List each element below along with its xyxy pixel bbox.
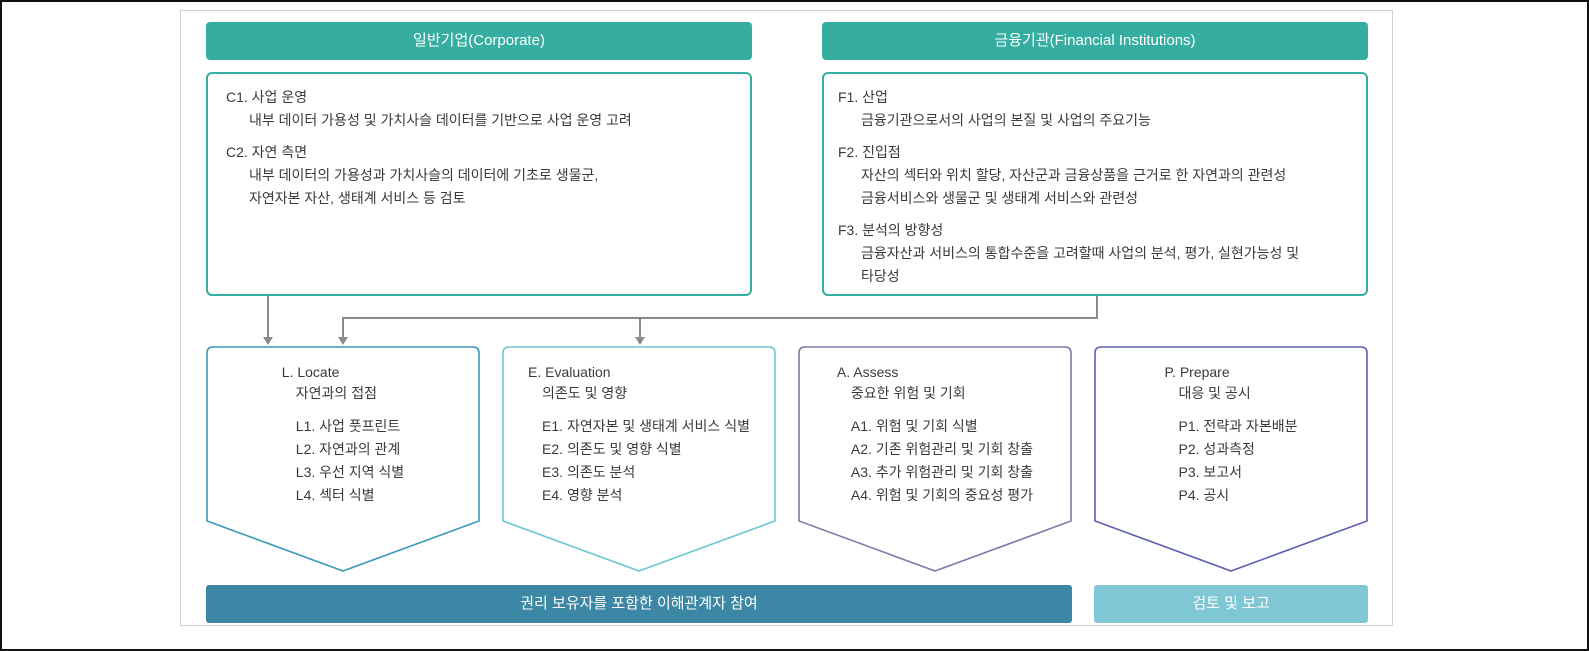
financial-item-f2: F2. 진입점 자산의 섹터와 위치 할당, 자산군과 금융상품을 근거로 한 … — [838, 141, 1366, 210]
phase-content: E. Evaluation 의존도 및 영향 E1. 자연자본 및 생태계 서비… — [528, 362, 750, 507]
arrowhead-evaluation — [635, 337, 645, 345]
item-title: F2. 진입점 — [838, 144, 901, 160]
phase-steps: P1. 전략과 자본배분 P2. 성과측정 P3. 보고서 P4. 공시 — [1165, 415, 1298, 507]
phase-subtitle: 대응 및 공시 — [1178, 385, 1251, 401]
phase-step: E4. 영향 분석 — [542, 487, 623, 503]
phase-evaluation-shape — [502, 346, 776, 572]
financial-item-f1: F1. 산업 금융기관으로서의 사업의 본질 및 사업의 주요기능 — [838, 86, 1366, 132]
stakeholder-engagement-bar: 권리 보유자를 포함한 이해관계자 참여 — [206, 585, 1072, 623]
phase-step: P1. 전략과 자본배분 — [1178, 418, 1298, 434]
phase-step: E2. 의존도 및 영향 식별 — [542, 441, 682, 457]
corporate-item-c2: C2. 자연 측면 내부 데이터의 가용성과 가치사슬의 데이터에 기초로 생물… — [226, 141, 750, 210]
phase-step: E3. 의존도 분석 — [542, 464, 636, 480]
phase-content: L. Locate 자연과의 접점 L1. 사업 풋프린트 L2. 자연과의 관… — [282, 362, 404, 507]
phase-locate-outline — [206, 346, 480, 572]
item-title: F1. 산업 — [838, 89, 888, 105]
phase-step: P3. 보고서 — [1178, 464, 1243, 480]
phase-evaluation-text: E. Evaluation 의존도 및 영향 E1. 자연자본 및 생태계 서비… — [502, 362, 776, 507]
phase-assess-outline — [798, 346, 1072, 572]
phase-step: E1. 자연자본 및 생태계 서비스 식별 — [542, 418, 750, 434]
item-title: C1. 사업 운영 — [226, 89, 308, 105]
phase-subtitle: 의존도 및 영향 — [542, 385, 628, 401]
phase-subtitle: 자연과의 접점 — [295, 385, 377, 401]
phase-step: A3. 추가 위험관리 및 기회 창출 — [850, 464, 1034, 480]
item-line: 타당성 — [861, 268, 900, 284]
phase-title: A. Assess — [836, 364, 899, 380]
phase-prepare: P. Prepare 대응 및 공시 P1. 전략과 자본배분 P2. 성과측정… — [1094, 346, 1368, 574]
phase-prepare-shape — [1094, 346, 1368, 572]
phase-step: P2. 성과측정 — [1178, 441, 1255, 457]
phase-title: P. Prepare — [1164, 364, 1230, 380]
item-title: C2. 자연 측면 — [226, 144, 308, 160]
item-line: 금융자산과 서비스의 통합수준을 고려할때 사업의 분석, 평가, 실현가능성 … — [861, 245, 1300, 261]
item-title: F3. 분석의 방향성 — [838, 222, 944, 238]
diagram-frame — [180, 10, 1393, 626]
item-line: 자연자본 자산, 생태계 서비스 등 검토 — [249, 190, 466, 206]
item-line: 금융서비스와 생물군 및 생태계 서비스와 관련성 — [861, 190, 1139, 206]
phase-step: A4. 위험 및 기회의 중요성 평가 — [850, 487, 1034, 503]
phase-assess-text: A. Assess 중요한 위험 및 기회 A1. 위험 및 기회 식별 A2.… — [798, 362, 1072, 507]
phase-prepare-outline — [1094, 346, 1368, 572]
item-line: 자산의 섹터와 위치 할당, 자산군과 금융상품을 근거로 한 자연과의 관련성 — [861, 167, 1287, 183]
phase-content: P. Prepare 대응 및 공시 P1. 전략과 자본배분 P2. 성과측정… — [1165, 362, 1298, 507]
phase-locate: L. Locate 자연과의 접점 L1. 사업 풋프린트 L2. 자연과의 관… — [206, 346, 480, 574]
financial-box: F1. 산업 금융기관으로서의 사업의 본질 및 사업의 주요기능 F2. 진입… — [822, 72, 1368, 296]
phase-content: A. Assess 중요한 위험 및 기회 A1. 위험 및 기회 식별 A2.… — [837, 362, 1033, 507]
corporate-box: C1. 사업 운영 내부 데이터 가용성 및 가치사슬 데이터를 기반으로 사업… — [206, 72, 752, 296]
item-line: 금융기관으로서의 사업의 본질 및 사업의 주요기능 — [861, 112, 1151, 128]
phase-step: L4. 섹터 식별 — [295, 487, 375, 503]
phase-step: A2. 기존 위험관리 및 기회 창출 — [850, 441, 1034, 457]
financial-item-f3: F3. 분석의 방향성 금융자산과 서비스의 통합수준을 고려할때 사업의 분석… — [838, 219, 1366, 288]
item-line: 내부 데이터 가용성 및 가치사슬 데이터를 기반으로 사업 운영 고려 — [249, 112, 632, 128]
phase-assess-shape — [798, 346, 1072, 572]
phase-step: L1. 사업 풋프린트 — [295, 418, 401, 434]
phase-steps: E1. 자연자본 및 생태계 서비스 식별 E2. 의존도 및 영향 식별 E3… — [528, 415, 750, 507]
phase-title: L. Locate — [281, 364, 340, 380]
phase-step: A1. 위험 및 기회 식별 — [850, 418, 978, 434]
phase-steps: L1. 사업 풋프린트 L2. 자연과의 관계 L3. 우선 지역 식별 L4.… — [282, 415, 404, 507]
phase-evaluation-outline — [502, 346, 776, 572]
phase-subtitle: 중요한 위험 및 기회 — [850, 385, 966, 401]
phase-step: L2. 자연과의 관계 — [295, 441, 401, 457]
header-financial: 금융기관(Financial Institutions) — [822, 22, 1368, 60]
phase-step: L3. 우선 지역 식별 — [295, 464, 405, 480]
arrow-financial-connector — [342, 296, 1098, 338]
review-and-report-bar: 검토 및 보고 — [1094, 585, 1368, 623]
phase-locate-shape — [206, 346, 480, 572]
phase-prepare-text: P. Prepare 대응 및 공시 P1. 전략과 자본배분 P2. 성과측정… — [1094, 362, 1368, 507]
phase-locate-text: L. Locate 자연과의 접점 L1. 사업 풋프린트 L2. 자연과의 관… — [206, 362, 480, 507]
arrowhead-locate-right — [338, 337, 348, 345]
phase-step: P4. 공시 — [1178, 487, 1230, 503]
phase-assess: A. Assess 중요한 위험 및 기회 A1. 위험 및 기회 식별 A2.… — [798, 346, 1072, 574]
item-line: 내부 데이터의 가용성과 가치사슬의 데이터에 기초로 생물군, — [249, 167, 599, 183]
corporate-item-c1: C1. 사업 운영 내부 데이터 가용성 및 가치사슬 데이터를 기반으로 사업… — [226, 86, 750, 132]
phase-steps: A1. 위험 및 기회 식별 A2. 기존 위험관리 및 기회 창출 A3. 추… — [837, 415, 1033, 507]
phase-evaluation: E. Evaluation 의존도 및 영향 E1. 자연자본 및 생태계 서비… — [502, 346, 776, 574]
header-corporate: 일반기업(Corporate) — [206, 22, 752, 60]
arrowhead-locate-left — [263, 337, 273, 345]
phase-title: E. Evaluation — [528, 364, 611, 380]
